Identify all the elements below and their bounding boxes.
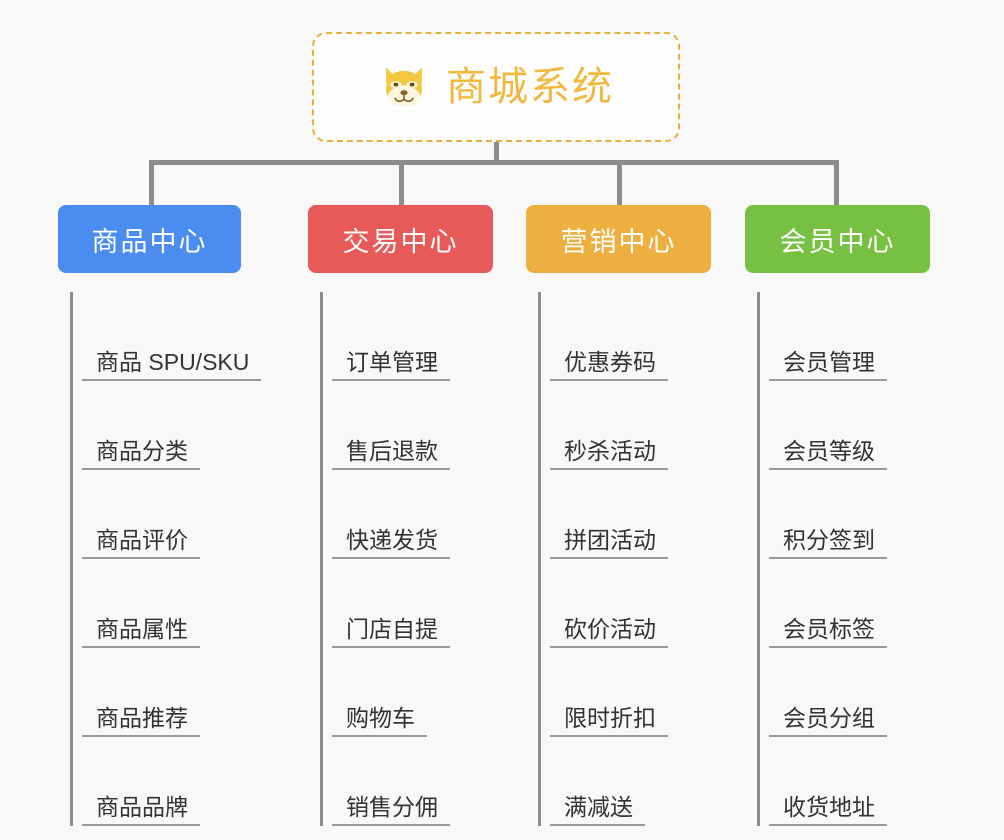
leaf-spine-trade-center [320,292,323,826]
branch-column-marketing-center: 营销中心优惠券码秒杀活动拼团活动砍价活动限时折扣满减送 [526,205,711,826]
leaf-spine-member-center [757,292,760,826]
leaf-item[interactable]: 商品分类 [70,381,241,470]
leaf-underline [332,735,427,737]
leaf-item[interactable]: 积分签到 [757,470,930,559]
leaf-item[interactable]: 会员标签 [757,559,930,648]
leaf-underline [332,646,450,648]
leaf-underline [550,379,668,381]
leaf-item[interactable]: 会员分组 [757,648,930,737]
root-node[interactable]: 商城系统 [312,32,680,142]
leaf-label: 订单管理 [346,349,438,376]
leaf-item[interactable]: 门店自提 [320,559,493,648]
leaf-underline [769,824,887,826]
leaf-label: 商品 SPU/SKU [96,349,250,376]
leaf-label: 会员分组 [783,705,875,732]
leaf-label: 快递发货 [346,527,438,554]
leaf-underline [332,557,450,559]
leaf-item[interactable]: 秒杀活动 [538,381,711,470]
branch-header-member-center[interactable]: 会员中心 [745,205,930,273]
leaf-item[interactable]: 砍价活动 [538,559,711,648]
branch-column-member-center: 会员中心会员管理会员等级积分签到会员标签会员分组收货地址 [745,205,930,826]
dog-face-icon [378,61,430,113]
leaf-label: 会员标签 [783,616,875,643]
leaf-label: 会员管理 [783,349,875,376]
leaf-underline [550,557,668,559]
leaf-label: 优惠券码 [564,349,656,376]
leaf-item[interactable]: 商品 SPU/SKU [70,292,261,381]
leaf-item[interactable]: 销售分佣 [320,737,493,826]
leaf-label: 限时折扣 [564,705,656,732]
leaf-label: 收货地址 [783,794,875,821]
leaf-spine-product-center [70,292,73,826]
leaf-underline [82,735,200,737]
bus-connector [149,160,839,165]
leaf-underline [82,468,200,470]
leaf-item[interactable]: 拼团活动 [538,470,711,559]
branch-column-product-center: 商品中心商品 SPU/SKU 商品分类商品评价商品属性商品推荐商品品牌 [58,205,261,826]
drop-connector-4 [834,160,839,208]
leaf-underline [82,824,200,826]
leaf-list-trade-center: 订单管理售后退款快递发货门店自提购物车销售分佣 [308,292,493,826]
leaf-underline [82,646,200,648]
leaf-label: 购物车 [346,705,415,732]
trunk-connector [494,142,499,164]
leaf-label: 商品品牌 [96,794,188,821]
leaf-underline [769,379,887,381]
branch-column-trade-center: 交易中心订单管理售后退款快递发货门店自提购物车销售分佣 [308,205,493,826]
leaf-underline [82,379,261,381]
leaf-list-marketing-center: 优惠券码秒杀活动拼团活动砍价活动限时折扣满减送 [526,292,711,826]
drop-connector-1 [149,160,154,208]
leaf-underline [769,735,887,737]
leaf-item[interactable]: 快递发货 [320,470,493,559]
leaf-label: 砍价活动 [564,616,656,643]
leaf-label: 商品分类 [96,438,188,465]
leaf-spine-marketing-center [538,292,541,826]
leaf-label: 满减送 [564,794,633,821]
leaf-label: 商品属性 [96,616,188,643]
leaf-label: 拼团活动 [564,527,656,554]
leaf-item[interactable]: 商品属性 [70,559,241,648]
leaf-underline [332,379,450,381]
leaf-item[interactable]: 会员等级 [757,381,930,470]
leaf-item[interactable]: 限时折扣 [538,648,711,737]
leaf-item[interactable]: 订单管理 [320,292,493,381]
leaf-label: 秒杀活动 [564,438,656,465]
drop-connector-2 [399,160,404,208]
leaf-underline [332,468,450,470]
leaf-underline [550,824,645,826]
branch-header-marketing-center[interactable]: 营销中心 [526,205,711,273]
branch-header-trade-center[interactable]: 交易中心 [308,205,493,273]
leaf-underline [550,468,668,470]
leaf-item[interactable]: 商品品牌 [70,737,241,826]
leaf-label: 商品推荐 [96,705,188,732]
leaf-label: 积分签到 [783,527,875,554]
leaf-item[interactable]: 售后退款 [320,381,493,470]
leaf-list-product-center: 商品 SPU/SKU 商品分类商品评价商品属性商品推荐商品品牌 [58,292,261,826]
leaf-underline [769,468,887,470]
leaf-item[interactable]: 商品推荐 [70,648,241,737]
leaf-list-member-center: 会员管理会员等级积分签到会员标签会员分组收货地址 [745,292,930,826]
leaf-label: 商品评价 [96,527,188,554]
leaf-underline [769,557,887,559]
leaf-item[interactable]: 购物车 [320,648,493,737]
leaf-item[interactable]: 优惠券码 [538,292,711,381]
leaf-label: 售后退款 [346,438,438,465]
drop-connector-3 [617,160,622,208]
leaf-underline [332,824,450,826]
leaf-label: 门店自提 [346,616,438,643]
leaf-underline [550,646,668,648]
leaf-underline [82,557,200,559]
leaf-underline [769,646,887,648]
branch-header-product-center[interactable]: 商品中心 [58,205,241,273]
root-title: 商城系统 [446,65,614,109]
leaf-item[interactable]: 满减送 [538,737,711,826]
leaf-underline [550,735,668,737]
leaf-label: 销售分佣 [346,794,438,821]
leaf-item[interactable]: 会员管理 [757,292,930,381]
leaf-label: 会员等级 [783,438,875,465]
leaf-item[interactable]: 商品评价 [70,470,241,559]
leaf-item[interactable]: 收货地址 [757,737,930,826]
